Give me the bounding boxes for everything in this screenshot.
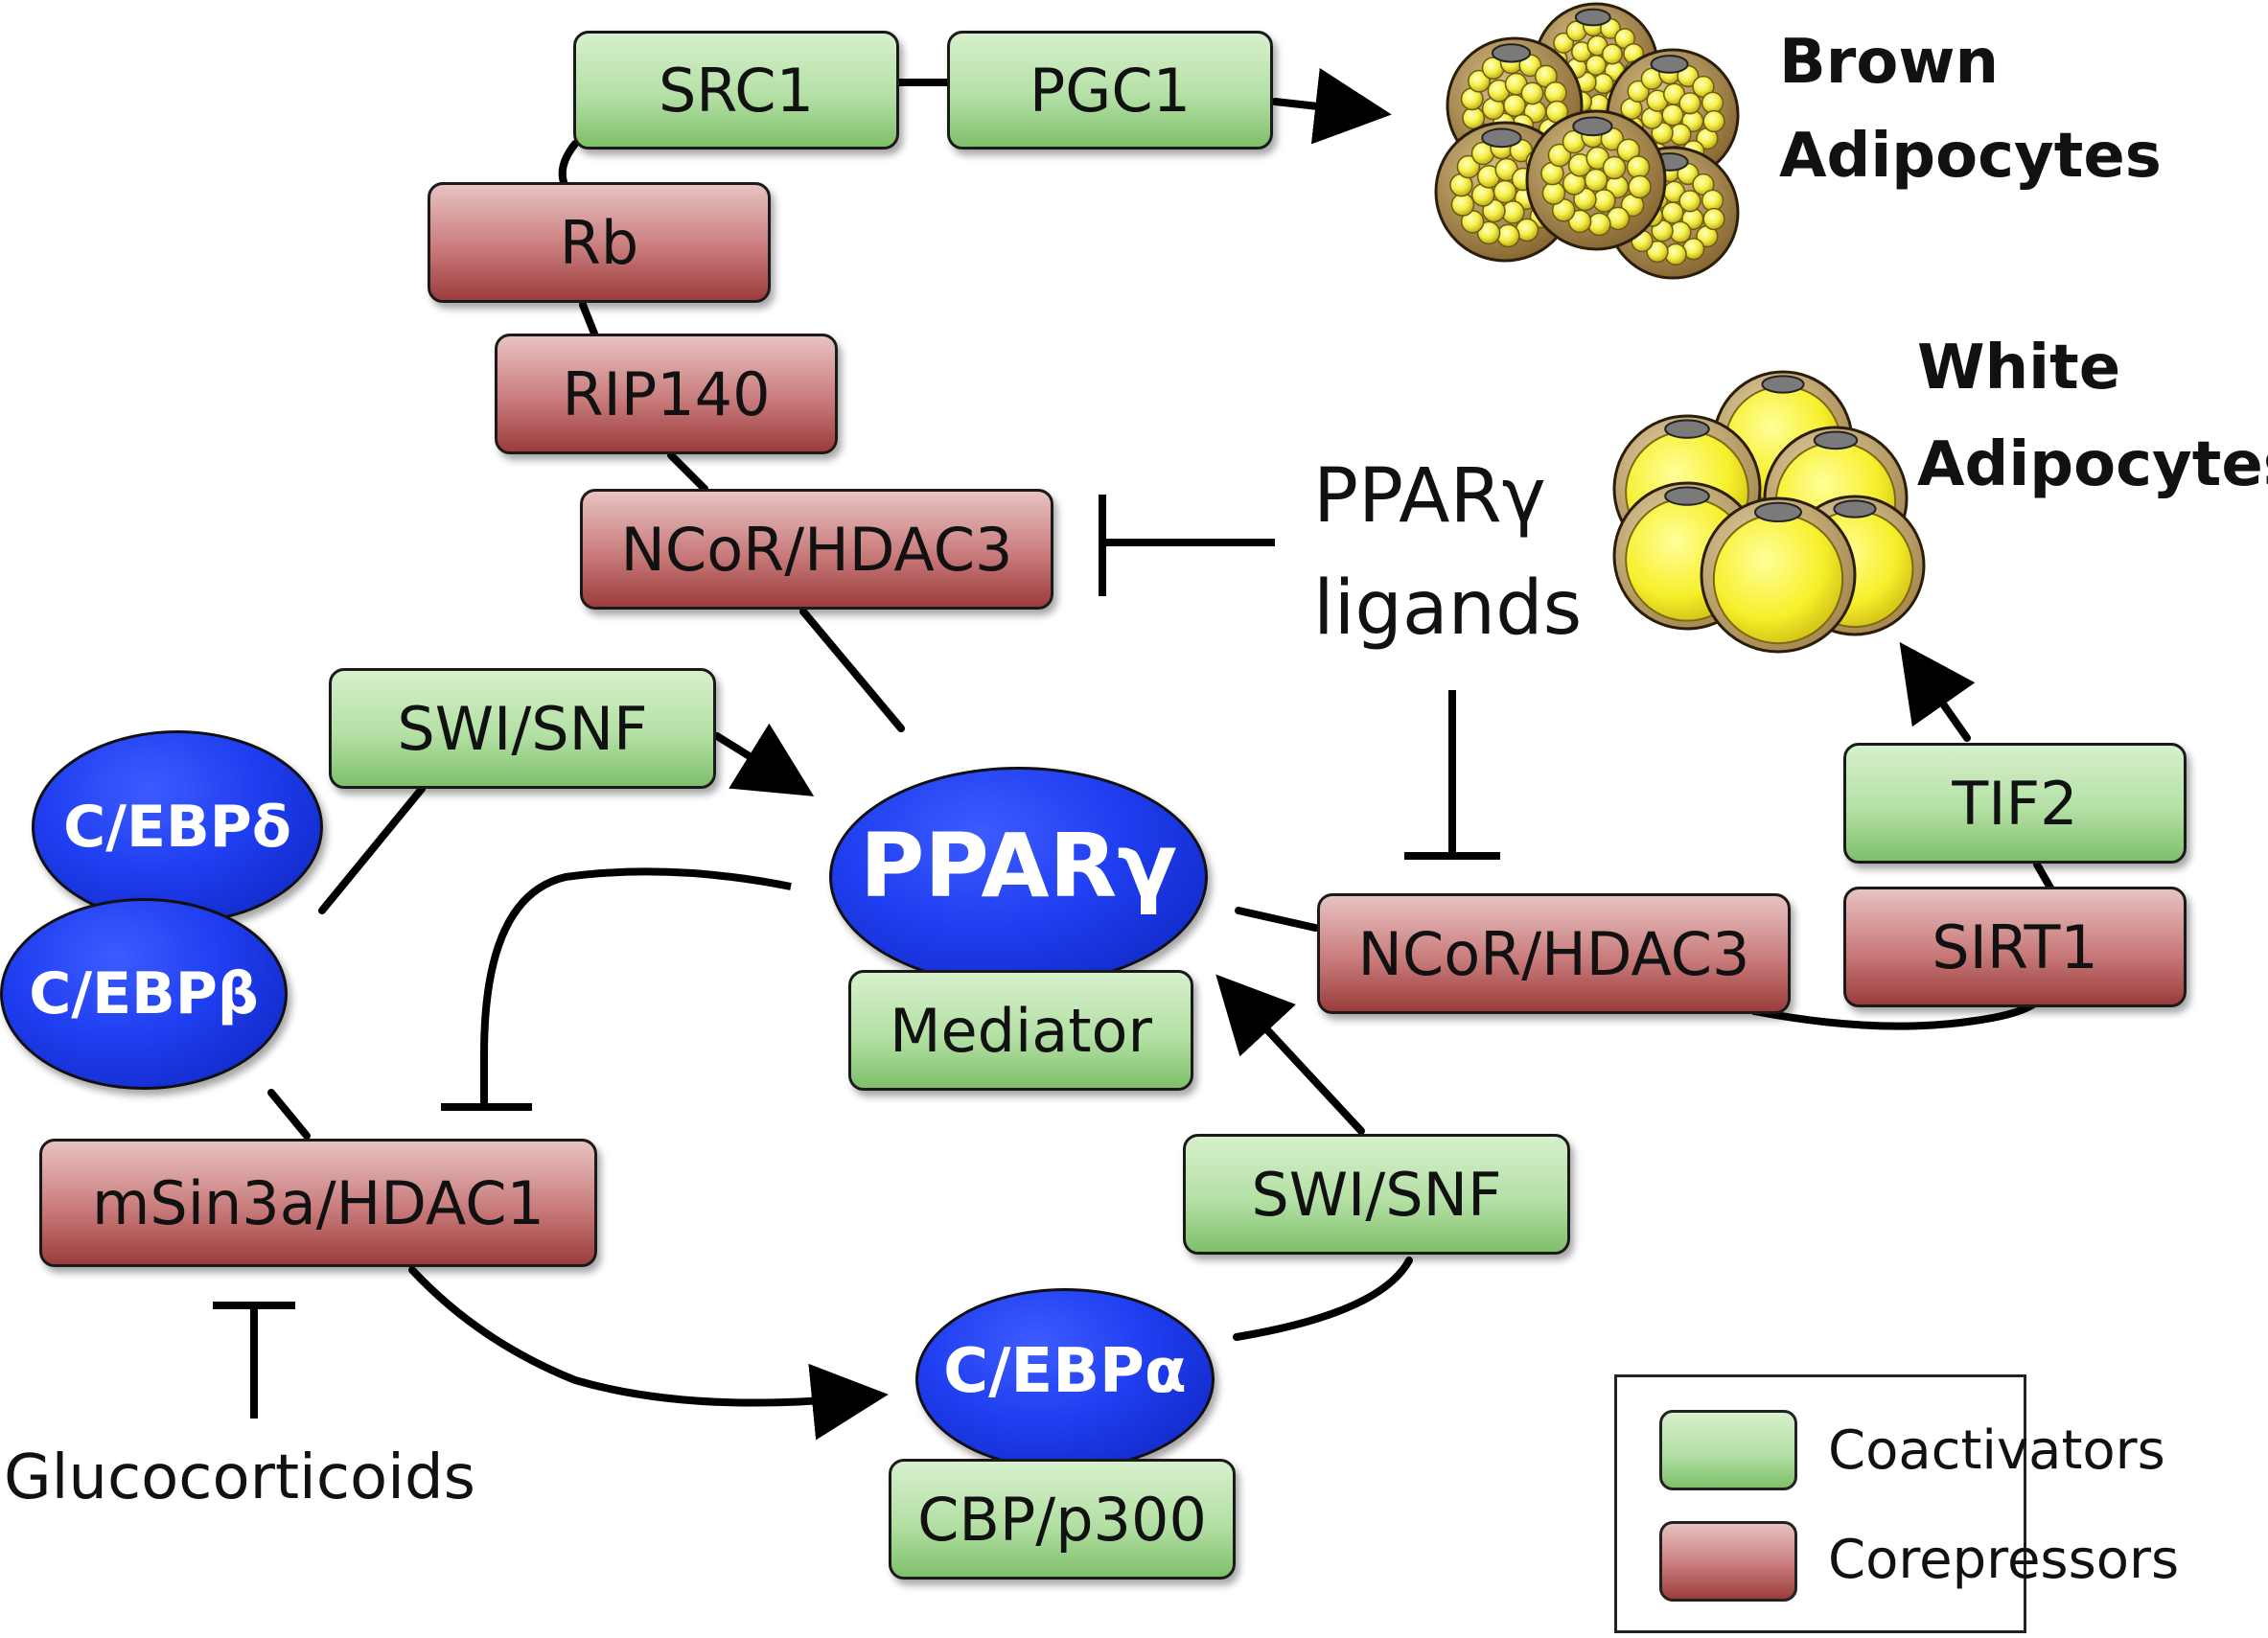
brown-label-line2: Adipocytes: [1779, 121, 2162, 192]
ncor-top-box: NCoR/HDAC3: [580, 489, 1053, 610]
ncor-right-label: NCoR/HDAC3: [1357, 918, 1750, 989]
sirt1-label: SIRT1: [1932, 911, 2098, 982]
swisnf-bottom-box: SWI/SNF: [1183, 1134, 1570, 1255]
ppar-gamma-label: PPARγ: [859, 814, 1178, 917]
ligands-label-line2: ligands: [1313, 565, 1583, 652]
white-cell-3-nucleus: [1813, 430, 1859, 450]
tif2-label: TIF2: [1952, 768, 2078, 839]
cebp-alpha-label: C/EBPα: [943, 1336, 1187, 1407]
connectors: [267, 79, 2055, 1341]
brown-cell-6: [1525, 109, 1667, 251]
cebp-alpha-oval: C/EBPα: [915, 1288, 1215, 1470]
brown-label-line1: Brown: [1779, 27, 1999, 98]
msin3a-label: mSin3a/HDAC1: [92, 1167, 544, 1238]
ppar-msin3a-inhibit-stem: [480, 867, 792, 1107]
swisnf-ppar-arrow: [713, 723, 815, 796]
cebp-beta-oval: C/EBPβ: [0, 898, 288, 1090]
src1-rb-link: [558, 140, 579, 191]
legend-corepressor-swatch: [1659, 1521, 1797, 1602]
swisnf-bottom-label: SWI/SNF: [1251, 1159, 1502, 1230]
ncor-top-label: NCoR/HDAC3: [620, 514, 1013, 585]
ppar-gamma-oval: PPARγ: [829, 767, 1208, 987]
brown-cell-3-nucleus: [1650, 55, 1689, 74]
tif2-white-arrow: [1899, 641, 1976, 742]
white-cell-2-nucleus: [1664, 419, 1710, 439]
cebpb-msin3a-link: [267, 1089, 311, 1140]
mediator-label: Mediator: [890, 995, 1152, 1066]
mediator-box: Mediator: [848, 970, 1193, 1091]
src1-box: SRC1: [573, 31, 899, 150]
glucocorticoids-label: Glucocorticoids: [4, 1442, 475, 1513]
legend: Coactivators Corepressors: [1614, 1374, 2179, 1633]
white-cell-4-nucleus: [1664, 486, 1710, 506]
legend-coactivator-swatch: [1659, 1410, 1797, 1490]
legend-corepressors-label: Corepressors: [1828, 1529, 2180, 1591]
ncor-right-box: NCoR/HDAC3: [1317, 893, 1791, 1014]
brown-cell-2-nucleus: [1491, 43, 1532, 63]
cbp-p300-box: CBP/p300: [889, 1459, 1236, 1580]
ncor-ppar-link: [799, 608, 905, 732]
pgc1-label: PGC1: [1029, 55, 1192, 126]
src1-label: SRC1: [658, 55, 815, 126]
white-cell-6: [1700, 496, 1857, 654]
cebp-beta-label: C/EBPβ: [29, 960, 259, 1027]
cebp-delta-label: C/EBPδ: [63, 794, 291, 861]
white-cell-1-nucleus: [1761, 375, 1805, 394]
rb-rip140-link: [579, 301, 598, 337]
rip140-ncor-link: [667, 451, 708, 493]
cebpd-swisnf-link: [318, 785, 426, 914]
rb-label: Rb: [559, 207, 639, 278]
swisnf-cebpa-link: [1233, 1257, 1413, 1341]
tif2-box: TIF2: [1843, 743, 2187, 864]
white-adipocytes-icon: [1612, 370, 1926, 654]
cbp-p300-label: CBP/p300: [917, 1484, 1207, 1555]
cebp-delta-oval: C/EBPδ: [32, 730, 323, 924]
sirt1-box: SIRT1: [1843, 887, 2187, 1007]
rip140-box: RIP140: [495, 334, 838, 454]
rip140-label: RIP140: [562, 358, 771, 429]
msin3a-cebpa-arrow: [408, 1266, 889, 1441]
swisnf-ppar-bottom-arrow: [1215, 974, 1365, 1135]
ncor-sirt1-loop: [1750, 998, 2041, 1030]
tif2-sirt1-link: [2033, 861, 2055, 893]
brown-cell-1-nucleus: [1574, 8, 1611, 27]
white-cell-6-nucleus: [1754, 501, 1802, 523]
swisnf-top-label: SWI/SNF: [397, 693, 648, 764]
msin3a-box: mSin3a/HDAC1: [39, 1139, 597, 1267]
legend-coactivators-label: Coactivators: [1828, 1419, 2165, 1482]
pgc1-brown-arrow: [1271, 67, 1392, 145]
white-label-line1: White: [1917, 333, 2121, 404]
white-label-line2: Adipocytes: [1917, 429, 2268, 500]
inhibition-lines: [213, 495, 1500, 1419]
swisnf-top-box: SWI/SNF: [329, 668, 716, 789]
rb-box: Rb: [428, 182, 771, 303]
ppar-ncor-right-link: [1235, 907, 1319, 932]
brown-adipocytes-icon: [1434, 2, 1740, 280]
brown-cell-6-nucleus: [1572, 116, 1613, 137]
brown-cell-4-nucleus: [1481, 127, 1522, 149]
activation-arrows: [408, 67, 1976, 1441]
white-cell-5-nucleus: [1833, 499, 1877, 519]
ligands-label-line1: PPARγ: [1313, 453, 1546, 540]
pgc1-box: PGC1: [947, 31, 1273, 150]
